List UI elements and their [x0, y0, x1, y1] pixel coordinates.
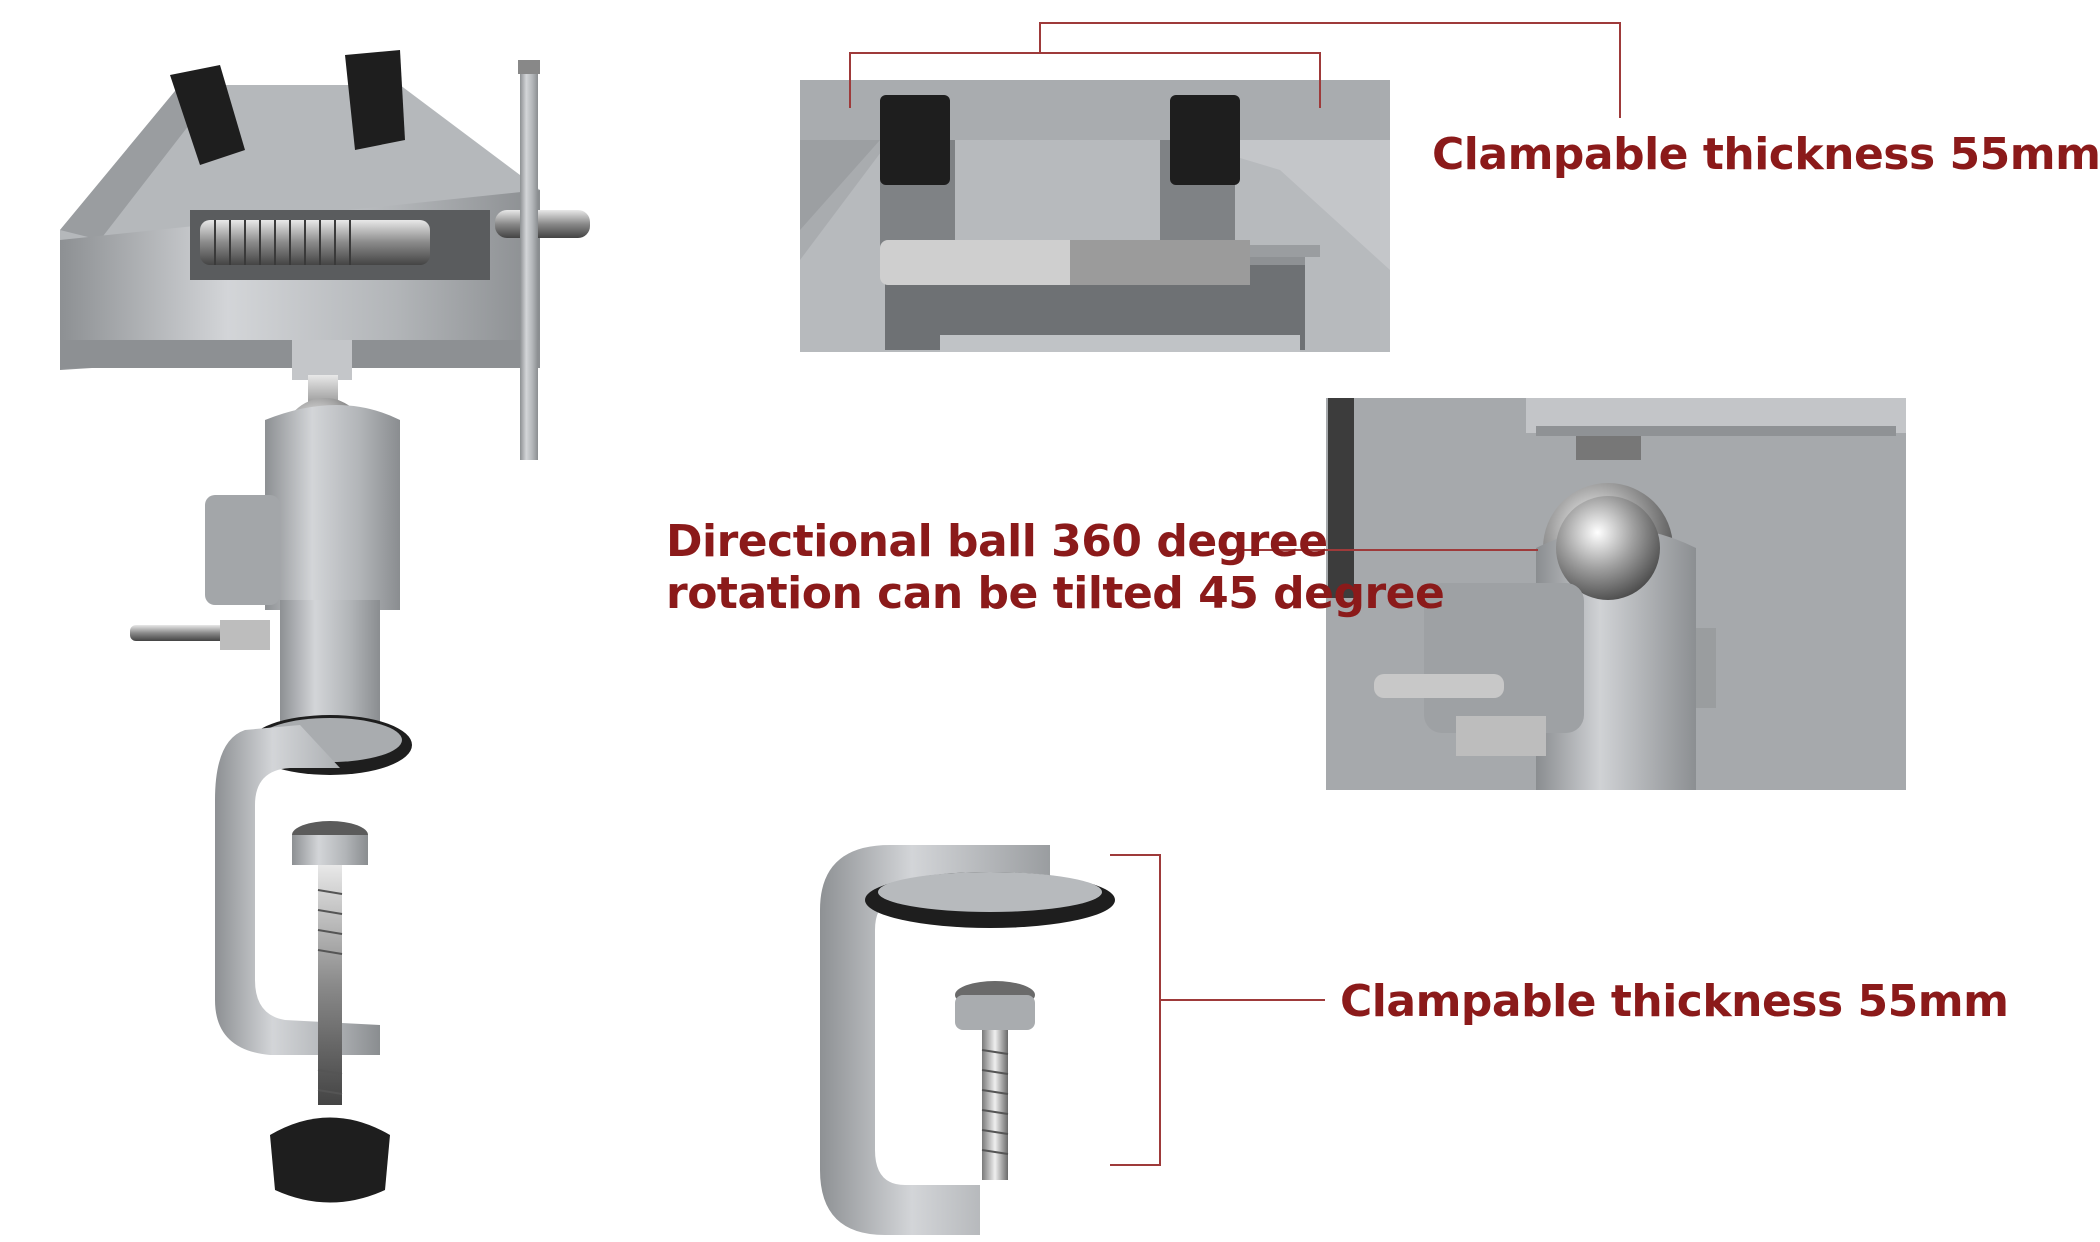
ball-rotation-label-line1: Directional ball 360 degree	[666, 516, 1328, 567]
vise-jaws-icon	[800, 80, 1390, 352]
ball-joint-detail-panel	[1326, 398, 1906, 790]
c-clamp-icon	[820, 845, 1115, 1235]
ball-joint-icon	[1326, 398, 1906, 790]
ball-callout-line	[1222, 549, 1538, 551]
clamp-thickness-label: Clampable thickness 55mm	[1340, 976, 2009, 1027]
ball-rotation-label-line2: rotation can be tilted 45 degree	[666, 568, 1445, 619]
bench-vise-icon	[60, 50, 590, 1203]
jaw-thickness-label: Clampable thickness 55mm	[1432, 129, 2100, 180]
jaw-callout-lines	[849, 22, 1621, 118]
clamp-detail-image	[810, 840, 1120, 1240]
product-vise-image	[40, 40, 740, 1220]
clamp-callout-lines	[1110, 854, 1325, 1166]
jaws-detail-panel	[800, 80, 1390, 352]
